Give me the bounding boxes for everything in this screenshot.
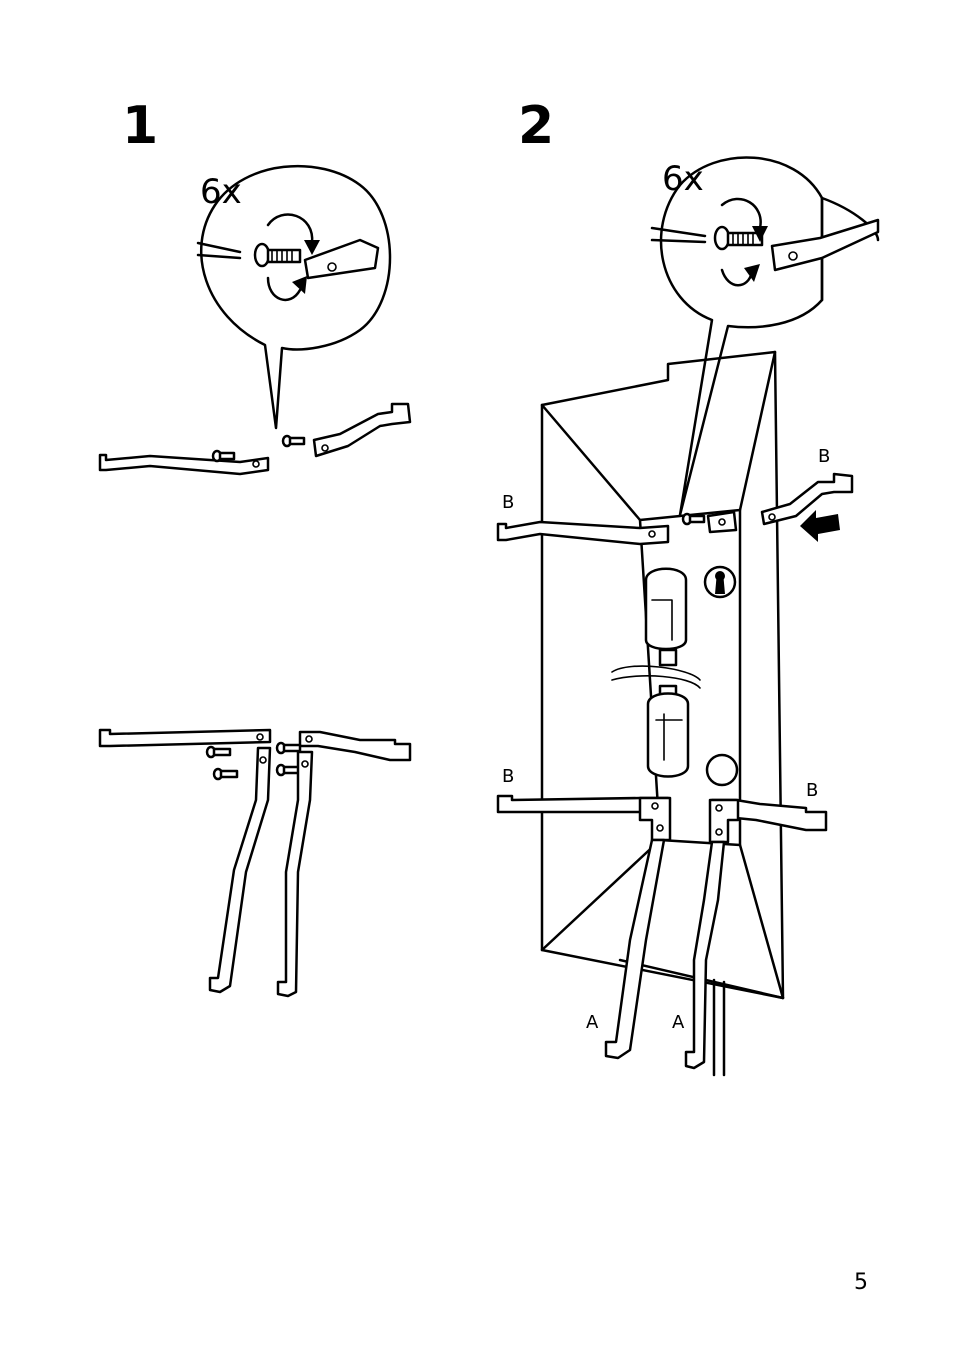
lower-brackets	[498, 796, 826, 1068]
page-number: 5	[854, 1270, 868, 1295]
rotate-arrow-icon	[722, 199, 761, 228]
part-label-b-upper-left: B	[502, 494, 514, 512]
part-label-b-lower-left: B	[502, 768, 514, 786]
part-label-a-left: A	[586, 1014, 598, 1032]
step-2-detail-callout	[652, 157, 878, 515]
hole-icon	[707, 755, 737, 785]
part-label-a-right: A	[672, 1014, 684, 1032]
bracket-piece-icon	[772, 220, 878, 270]
part-label-b-upper-right: B	[818, 448, 830, 466]
upper-brackets	[498, 474, 852, 544]
part-label-b-lower-right: B	[806, 782, 818, 800]
light-fixture	[612, 569, 700, 777]
push-arrow-icon	[800, 510, 840, 542]
